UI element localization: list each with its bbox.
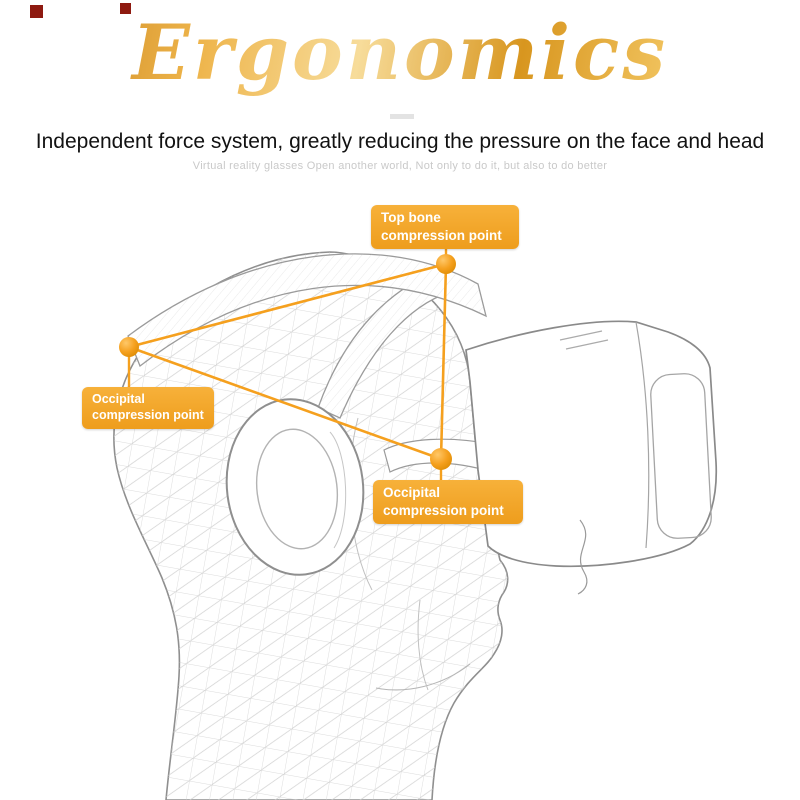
- compression-dot-mid: [430, 448, 452, 470]
- jaw-contour: [375, 663, 471, 691]
- callout-occipital-left: Occipital compression point: [82, 387, 214, 429]
- pressure-triangle: [127, 262, 448, 461]
- callout-occipital-mid: Occipital compression point: [373, 480, 523, 525]
- callout-line: Occipital: [92, 392, 145, 406]
- subtitle-text: Independent force system, greatly reduci…: [35, 130, 765, 153]
- vr-goggles: [465, 320, 718, 595]
- callout-line: Top bone: [381, 210, 441, 225]
- callout-line: compression point: [92, 408, 204, 423]
- decor-dash: [390, 114, 414, 119]
- decor-red-square-1: [30, 5, 43, 18]
- cheek-contour: [417, 599, 429, 691]
- compression-dot-left: [119, 337, 139, 357]
- vr-strap-top: [127, 253, 487, 368]
- goggles-front-panel: [650, 373, 712, 539]
- tagline-text: Virtual reality glasses Open another wor…: [192, 160, 608, 172]
- callout-line: compression point: [381, 227, 502, 243]
- compression-points-overlay: [119, 246, 456, 482]
- goggles-vents: [559, 330, 609, 350]
- callout-line: Occipital: [383, 485, 441, 500]
- decor-red-square-2: [120, 3, 131, 14]
- callout-top-bone-compression: Top bone compression point: [371, 205, 519, 250]
- headphone-earcup: [225, 398, 365, 576]
- goggles-cable: [577, 519, 588, 595]
- compression-dot-top: [436, 254, 456, 274]
- callout-line: compression point: [383, 502, 504, 518]
- page-title: Ergonomics: [0, 8, 800, 97]
